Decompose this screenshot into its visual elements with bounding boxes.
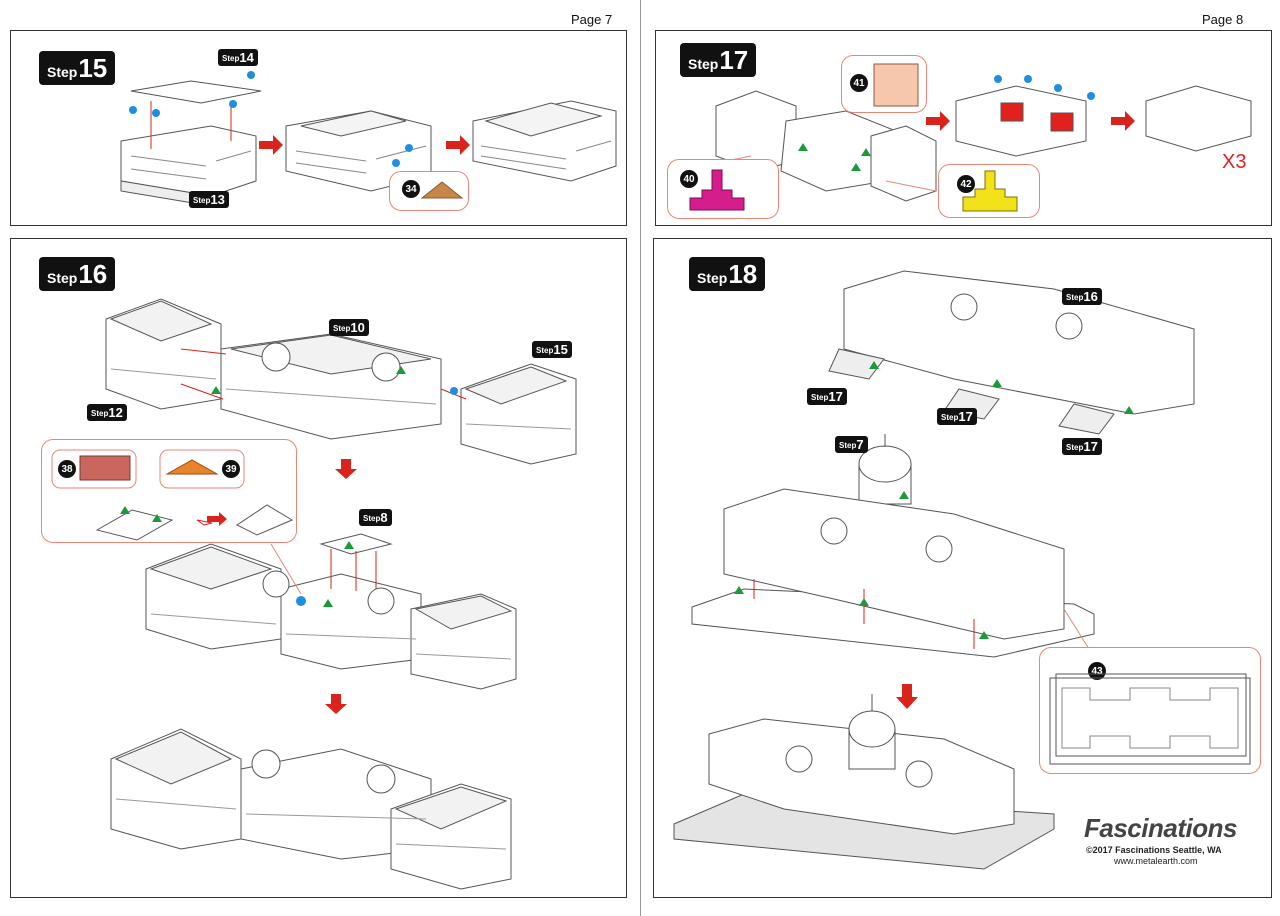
part-number-39: 39 <box>222 460 240 478</box>
part-41-callout: 41 <box>841 55 927 113</box>
page-number-right: Page 8 <box>1202 12 1244 27</box>
flow-arrow-down-2 <box>325 694 347 714</box>
parts-38-39-drawing <box>51 449 294 541</box>
part-number-38: 38 <box>58 460 76 478</box>
step-15-illustration <box>120 71 617 207</box>
flow-arrow-down-1 <box>335 459 357 479</box>
wing-building-2 <box>285 110 432 192</box>
step-18-illustration <box>673 270 1195 870</box>
part-43-callout: 43 <box>1039 647 1261 774</box>
flow-arrow-1 <box>259 135 283 155</box>
part-43-drawing <box>1049 673 1251 765</box>
part-number-43: 43 <box>1088 662 1106 680</box>
part-number-34: 34 <box>402 180 420 198</box>
building-with-wings <box>843 270 1195 415</box>
multiplier-x3: X3 <box>1222 151 1247 173</box>
flow-arrow-3 <box>926 111 950 131</box>
part-40-shape <box>689 169 745 211</box>
part-number-41: 41 <box>850 74 868 92</box>
part-34-shape <box>420 181 464 199</box>
part-42-shape <box>962 170 1018 212</box>
website-url: www.metalearth.com <box>1114 856 1198 866</box>
flow-arrow-4 <box>1111 111 1135 131</box>
parts-38-39-callout: 38 39 <box>41 439 297 543</box>
part-42-callout: 42 <box>938 164 1040 218</box>
page-number-left: Page 7 <box>571 12 613 27</box>
part-34-callout: 34 <box>389 171 469 211</box>
stairs-final <box>1145 85 1252 152</box>
brand-logo: Fascinations <box>1084 813 1237 843</box>
copyright-text: ©2017 Fascinations Seattle, WA <box>1086 845 1222 855</box>
flow-arrow-down-3 <box>896 684 918 709</box>
part-41-shape <box>873 63 919 107</box>
final-capitol <box>708 718 1015 835</box>
flow-arrow-2 <box>446 135 470 155</box>
part-43-shape <box>1061 687 1239 749</box>
page-divider <box>640 0 641 916</box>
part-40-callout: 40 <box>667 159 779 219</box>
step-17-illustration <box>715 75 1252 202</box>
part-8-piece <box>319 533 393 555</box>
step-16-illustration <box>105 298 577 890</box>
part-number-42: 42 <box>957 175 975 193</box>
wing-building-1 <box>120 80 262 207</box>
building-on-base <box>723 488 1065 640</box>
assembled-center <box>280 573 422 670</box>
stairs-piece-c <box>870 125 937 202</box>
wing-building-3 <box>472 100 617 182</box>
part-number-40: 40 <box>680 170 698 188</box>
